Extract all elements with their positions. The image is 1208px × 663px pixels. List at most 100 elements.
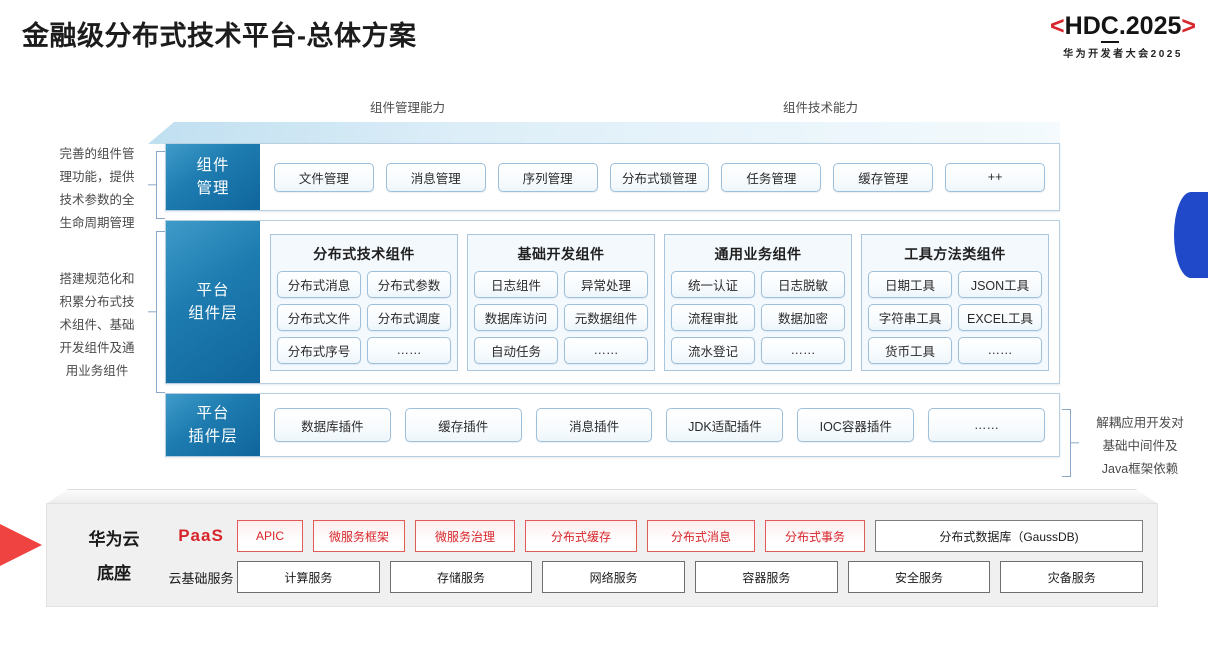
layer-platform-plugin: 平台 插件层 数据库插件 缓存插件 消息插件 JDK适配插件 IOC容器插件 ……	[165, 393, 1060, 457]
hdc-logo: <HDC.2025> 华为开发者大会2025	[1050, 12, 1196, 60]
base-title-line: 底座	[97, 564, 131, 583]
component-group-tool-method: 工具方法类组件 日期工具 JSON工具 字符串工具 EXCEL工具 货币工具 ……	[861, 233, 1049, 371]
side-note-line: 理功能，提供	[59, 170, 135, 184]
chip-distributed-schedule[interactable]: 分布式调度	[367, 303, 451, 331]
chip-excel-tool[interactable]: EXCEL工具	[958, 303, 1042, 331]
layer-label-platform-component: 平台 组件层	[166, 221, 260, 383]
pill-container-service[interactable]: 容器服务	[695, 561, 838, 593]
pill-network-service[interactable]: 网络服务	[542, 561, 686, 593]
group-title: 分布式技术组件	[313, 245, 415, 262]
side-note-line: 技术参数的全	[59, 193, 135, 207]
group-title: 通用业务组件	[714, 245, 802, 262]
side-note-line: 基础中间件及	[1102, 439, 1178, 453]
side-note-line: 术组件、基础	[59, 318, 135, 332]
hdc-year: .2025	[1118, 12, 1182, 40]
pill-disaster-recovery-service[interactable]: 灾备服务	[1000, 561, 1144, 593]
base-row-paas: PaaS APIC 微服务框架 微服务治理 分布式缓存 分布式消息 分布式事务 …	[165, 520, 1143, 552]
chip-exception-handling[interactable]: 异常处理	[564, 270, 648, 298]
pill-microservice-framework[interactable]: 微服务框架	[313, 520, 405, 552]
side-note-right: 解耦应用开发对 基础中间件及 Java框架依赖	[1078, 412, 1202, 481]
hdc-text: HD	[1064, 12, 1101, 40]
chip-plugin-more[interactable]: ……	[928, 408, 1045, 442]
chip-data-encryption[interactable]: 数据加密	[761, 303, 845, 331]
pill-apic[interactable]: APIC	[237, 520, 303, 552]
hdc-underlined-letter: C	[1100, 12, 1119, 43]
component-group-distributed-tech: 分布式技术组件 分布式消息 分布式参数 分布式文件 分布式调度 分布式序号 ……	[270, 233, 458, 371]
left-angle-bracket-icon: <	[1050, 12, 1065, 40]
side-note-line: 用业务组件	[65, 364, 129, 378]
side-note-line: 完善的组件管	[59, 147, 135, 161]
side-note-left-bottom: 搭建规范化和 积累分布式技 术组件、基础 开发组件及通 用业务组件	[38, 268, 156, 383]
side-note-left-top: 完善的组件管 理功能，提供 技术参数的全 生命周期管理	[38, 143, 156, 235]
layer-stack: 组件 管理 文件管理 消息管理 序列管理 分布式锁管理 任务管理 缓存管理 ++…	[165, 143, 1060, 466]
group-grid: 统一认证 日志脱敏 流程审批 数据加密 流水登记 ……	[671, 270, 845, 364]
chip-log-desensitization[interactable]: 日志脱敏	[761, 270, 845, 298]
chip-cache-plugin[interactable]: 缓存插件	[404, 408, 522, 442]
pill-distributed-transaction[interactable]: 分布式事务	[765, 520, 865, 552]
chip-common-business-more[interactable]: ……	[761, 336, 845, 364]
layer-label-line: 平台	[196, 405, 230, 422]
bracket-right-plugin	[1062, 409, 1071, 477]
chip-database-plugin[interactable]: 数据库插件	[274, 408, 391, 442]
chip-auto-task[interactable]: 自动任务	[474, 336, 558, 364]
chip-ioc-container-plugin[interactable]: IOC容器插件	[797, 408, 915, 442]
chip-distributed-lock-management[interactable]: 分布式锁管理	[609, 162, 710, 192]
chip-database-access[interactable]: 数据库访问	[474, 303, 558, 331]
base-title-line: 华为云	[88, 530, 140, 549]
bracket-left-top	[156, 151, 165, 219]
chip-json-tool[interactable]: JSON工具	[958, 270, 1042, 298]
pill-compute-service[interactable]: 计算服务	[237, 561, 380, 593]
bracket-left-bottom	[156, 231, 165, 393]
chip-more-plus[interactable]: ++	[945, 162, 1046, 192]
page-title: 金融级分布式技术平台-总体方案	[22, 21, 417, 51]
chip-jdk-adapter-plugin[interactable]: JDK适配插件	[666, 408, 784, 442]
paas-items: APIC 微服务框架 微服务治理 分布式缓存 分布式消息 分布式事务 分布式数据…	[237, 520, 1143, 552]
chip-tool-more[interactable]: ……	[958, 336, 1042, 364]
chip-basic-dev-more[interactable]: ……	[564, 336, 648, 364]
huawei-cloud-base: 华为云 底座 PaaS APIC 微服务框架 微服务治理 分布式缓存 分布式消息…	[46, 503, 1158, 607]
base-top-surface	[46, 489, 1158, 504]
group-grid: 日志组件 异常处理 数据库访问 元数据组件 自动任务 ……	[474, 270, 648, 364]
pill-microservice-governance[interactable]: 微服务治理	[415, 520, 515, 552]
chip-unified-auth[interactable]: 统一认证	[671, 270, 755, 298]
arrow-label-component-management: 组件管理能力	[370, 101, 446, 115]
pill-security-service[interactable]: 安全服务	[847, 561, 991, 593]
pill-distributed-message[interactable]: 分布式消息	[647, 520, 755, 552]
pill-distributed-database-gaussdb[interactable]: 分布式数据库（GaussDB)	[875, 520, 1143, 552]
side-note-line: Java框架依赖	[1101, 462, 1179, 476]
chip-currency-tool[interactable]: 货币工具	[868, 336, 952, 364]
chip-distributed-file[interactable]: 分布式文件	[277, 303, 361, 331]
chip-distributed-more[interactable]: ……	[367, 336, 451, 364]
pill-storage-service[interactable]: 存储服务	[389, 561, 533, 593]
layer-label-line: 插件层	[188, 428, 238, 445]
side-note-line: 搭建规范化和	[59, 272, 135, 286]
base-rows: PaaS APIC 微服务框架 微服务治理 分布式缓存 分布式消息 分布式事务 …	[165, 520, 1144, 602]
side-note-line: 解耦应用开发对	[1096, 416, 1184, 430]
chip-date-tool[interactable]: 日期工具	[868, 270, 952, 298]
chip-distributed-message[interactable]: 分布式消息	[277, 270, 361, 298]
pill-distributed-cache[interactable]: 分布式缓存	[525, 520, 637, 552]
chip-cache-management[interactable]: 缓存管理	[833, 162, 934, 192]
chip-message-plugin[interactable]: 消息插件	[535, 408, 653, 442]
chip-message-management[interactable]: 消息管理	[385, 162, 486, 192]
component-group-common-business: 通用业务组件 统一认证 日志脱敏 流程审批 数据加密 流水登记 ……	[664, 233, 852, 371]
chip-log-component[interactable]: 日志组件	[474, 270, 558, 298]
chip-distributed-sequence[interactable]: 分布式序号	[277, 336, 361, 364]
chip-process-approval[interactable]: 流程审批	[671, 303, 755, 331]
layer-label-line: 组件	[196, 157, 230, 174]
chip-string-tool[interactable]: 字符串工具	[868, 303, 952, 331]
layer-body-platform-component: 分布式技术组件 分布式消息 分布式参数 分布式文件 分布式调度 分布式序号 ………	[260, 221, 1059, 383]
chip-transaction-record[interactable]: 流水登记	[671, 336, 755, 364]
hdc-logo-subtitle: 华为开发者大会2025	[1063, 49, 1183, 60]
chip-sequence-management[interactable]: 序列管理	[497, 162, 598, 192]
chip-task-management[interactable]: 任务管理	[721, 162, 822, 192]
chip-metadata-component[interactable]: 元数据组件	[564, 303, 648, 331]
layer-label-component-management: 组件 管理	[166, 144, 260, 210]
chip-file-management[interactable]: 文件管理	[274, 162, 374, 192]
chip-distributed-parameter[interactable]: 分布式参数	[367, 270, 451, 298]
layer-label-line: 平台	[196, 282, 230, 299]
group-title: 基础开发组件	[517, 245, 605, 262]
blue-blob-decoration	[1174, 192, 1208, 278]
layer-label-line: 组件层	[188, 305, 238, 322]
